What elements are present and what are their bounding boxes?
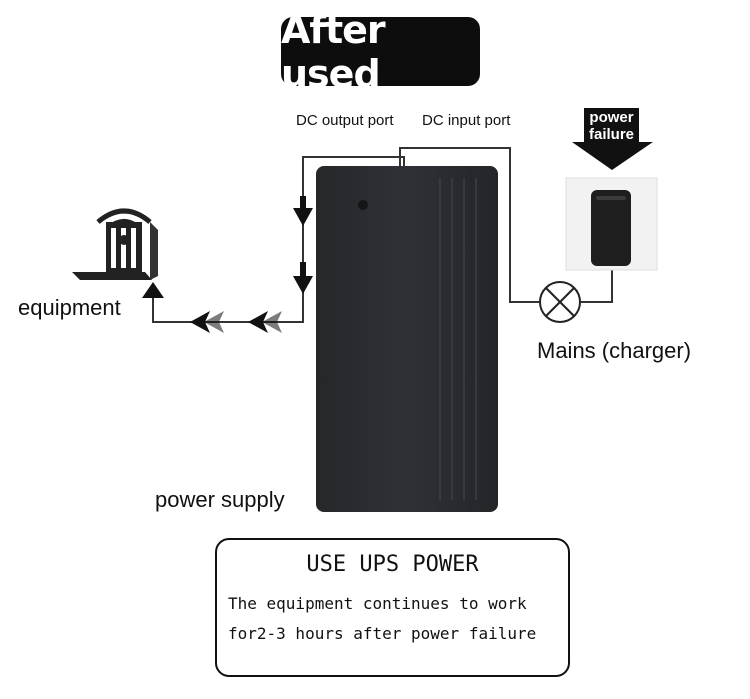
diagram-title: After used [281, 7, 386, 96]
left-arrow-icon [190, 311, 224, 333]
power-supply-label: power supply [155, 487, 285, 512]
down-arrow-icon [293, 196, 313, 226]
mains-label: Mains (charger) [537, 338, 692, 363]
dc-input-port-label: DC input port [422, 112, 511, 129]
wires [152, 147, 613, 323]
left-arrow-icon [248, 311, 282, 333]
power-adapter-icon [565, 177, 658, 271]
up-arrow-icon [142, 282, 164, 298]
mains-to-charger-wire [580, 270, 613, 303]
dc-output-wire [152, 156, 405, 323]
info-box-heading: USE UPS POWER [306, 552, 479, 577]
info-box-body: The equipment continues to work for2-3 h… [228, 594, 537, 643]
dc-output-port-label: DC output port [296, 112, 394, 129]
router-icon [72, 208, 158, 280]
power-failure-arrow-icon [572, 108, 653, 170]
title-badge: After used [281, 8, 480, 96]
dc-input-wire [399, 147, 540, 303]
info-box: USE UPS POWER The equipment continues to… [215, 538, 570, 677]
lamp-symbol-icon [539, 281, 581, 323]
power-failure-label: power failure [588, 109, 634, 143]
power-supply-device [316, 166, 498, 512]
equipment-label: equipment [18, 295, 121, 320]
down-arrow-icon [293, 262, 313, 294]
